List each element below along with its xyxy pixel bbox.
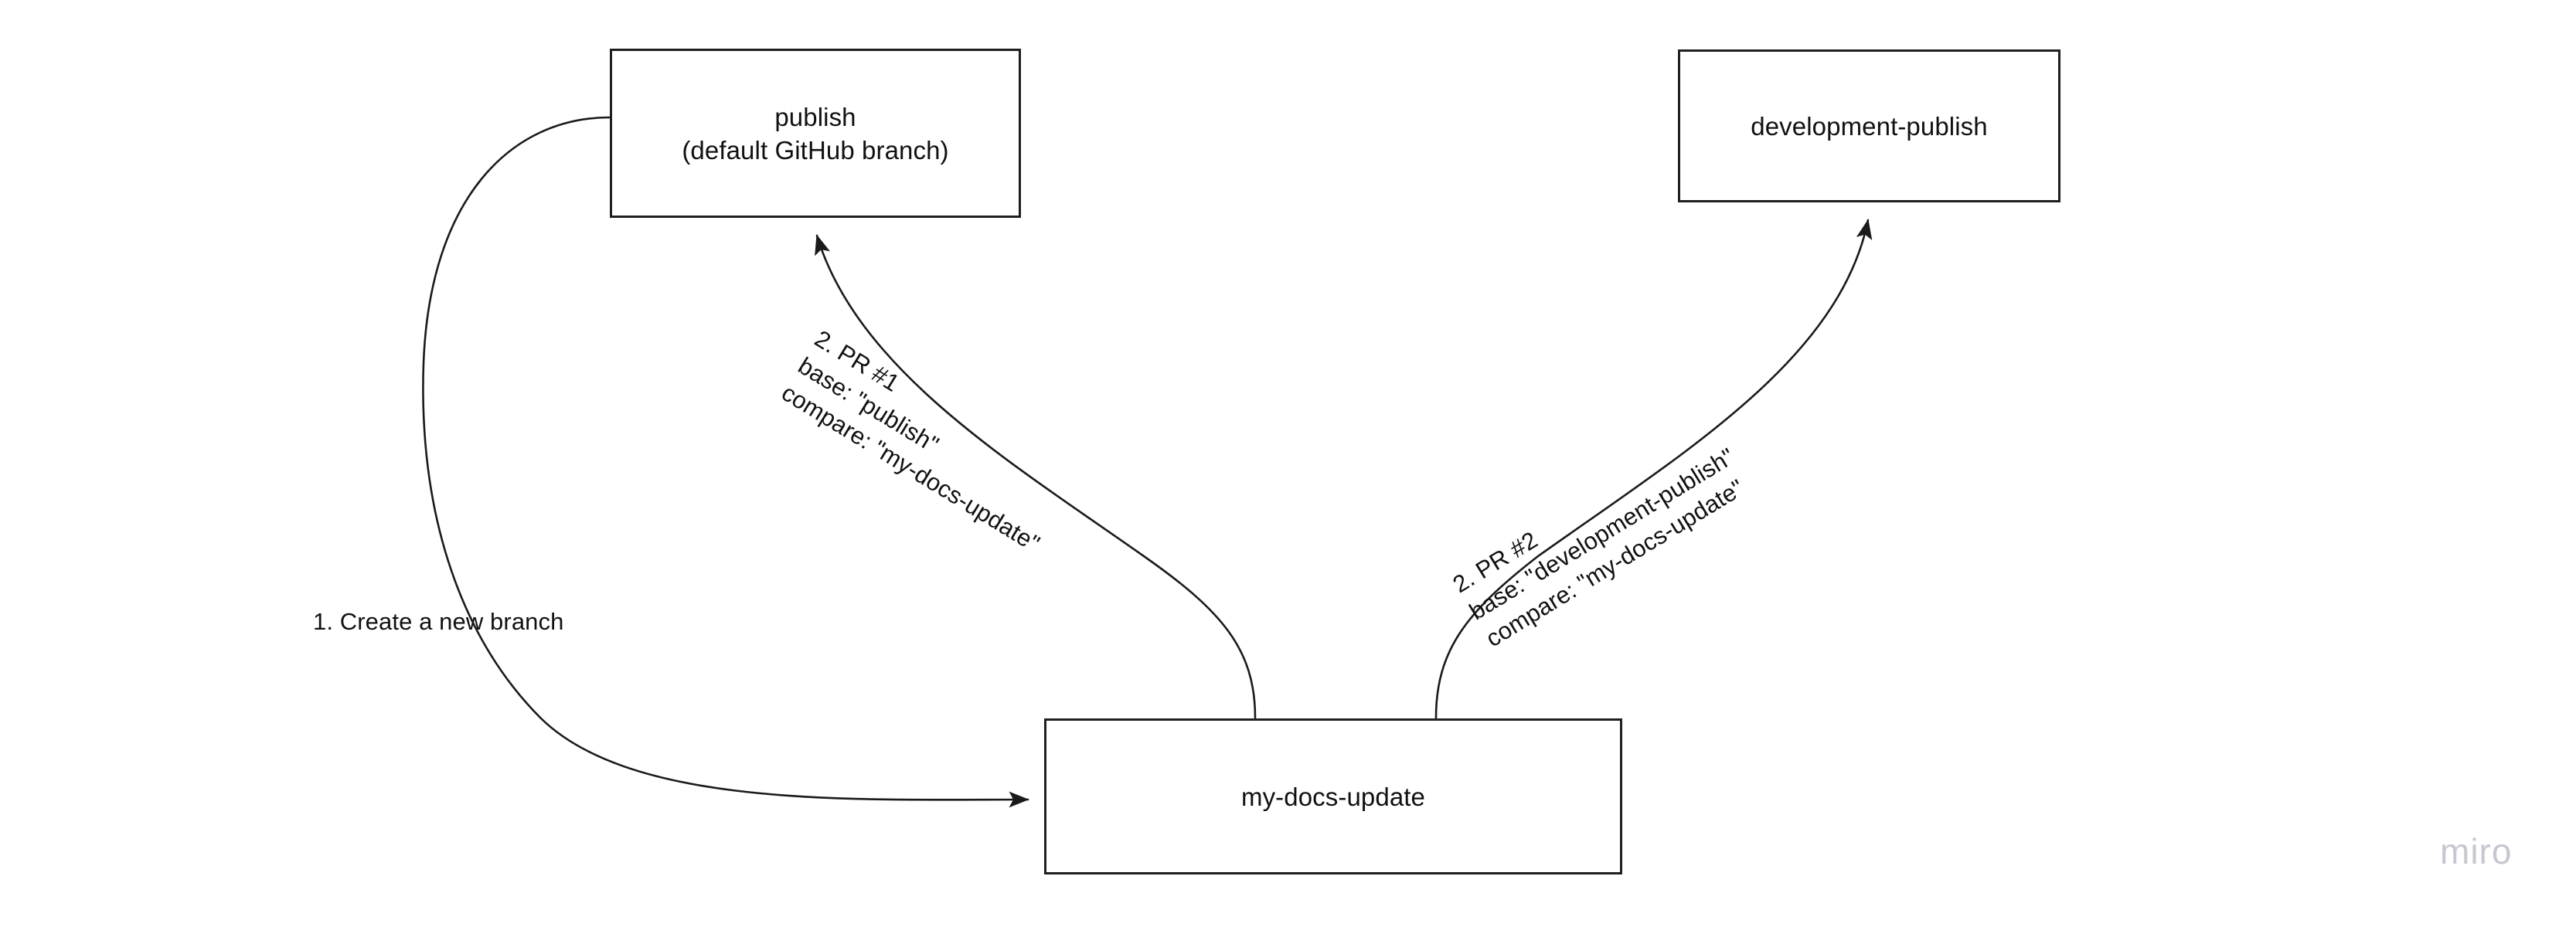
node-my-docs-update[interactable]: my-docs-update [1044,718,1622,874]
node-development-publish[interactable]: development-publish [1678,49,2060,202]
node-publish[interactable]: publish (default GitHub branch) [610,49,1021,218]
node-development-publish-label: development-publish [1751,111,1988,141]
node-my-docs-update-label: my-docs-update [1240,782,1425,811]
edge-label-create-branch: 1. Create a new branch [313,608,564,635]
edge-label-pr2: 2. PR #2 base: "development-publish" com… [1448,443,1749,653]
miro-watermark: miro [2440,831,2513,871]
node-publish-label: publish (default GitHub branch) [682,102,949,165]
edge-label-pr1: 2. PR #1 base: "publish" compare: "my-do… [777,324,1045,558]
